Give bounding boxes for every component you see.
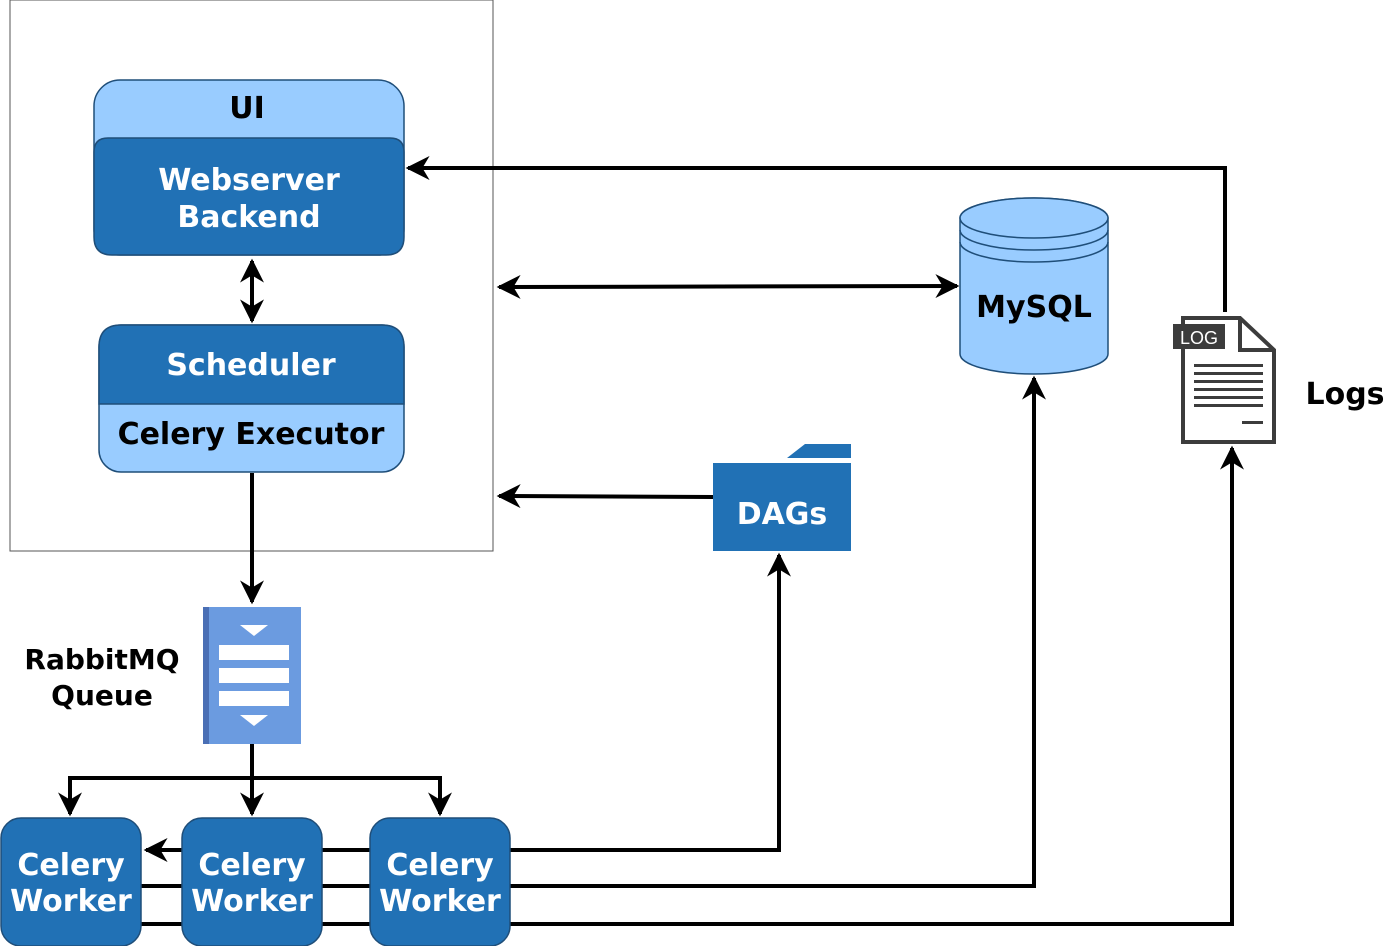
database-label: MySQL <box>976 290 1092 325</box>
worker-label-line2: Worker <box>10 884 132 919</box>
executor-label: Celery Executor <box>118 417 385 452</box>
rabbitmq-queue <box>203 607 301 744</box>
queue-slot-3 <box>219 691 289 706</box>
folder-icon <box>787 444 851 458</box>
folder-body <box>713 463 851 551</box>
arrow-container-mysql <box>496 274 960 299</box>
queue-bottom-chevron <box>240 715 268 726</box>
celery-worker-2: Celery Worker <box>181 817 323 946</box>
queue-label-line1: RabbitMQ <box>24 643 179 676</box>
worker-box <box>181 817 323 946</box>
worker-label-line1: Celery <box>386 848 494 883</box>
worker-box <box>369 817 511 946</box>
webserver-label-line1: Webserver <box>158 163 340 198</box>
queue-spine <box>203 607 209 744</box>
database-top-rim <box>959 197 1109 239</box>
queue-slot-1 <box>219 645 289 660</box>
log-text-lines <box>1194 364 1263 424</box>
scheduler-header <box>98 324 405 405</box>
folder-seam <box>787 458 851 463</box>
celery-worker-3: Celery Worker <box>369 817 511 946</box>
scheduler-title: Scheduler <box>166 348 336 383</box>
worker-label-line2: Worker <box>379 884 501 919</box>
database-ring-1 <box>959 229 1109 251</box>
arrow-logs-to-webserver <box>405 156 1227 312</box>
mysql-database: MySQL <box>959 197 1109 375</box>
log-file-fold <box>1238 318 1274 352</box>
webserver-label-line2: Backend <box>177 200 320 235</box>
ui-title: UI <box>229 91 265 126</box>
webserver-backend <box>93 137 405 256</box>
arrow-dags-to-container <box>496 484 714 509</box>
worker-label-line1: Celery <box>198 848 306 883</box>
log-badge <box>1173 324 1225 349</box>
celery-worker-1: Celery Worker <box>0 817 142 946</box>
ui-webserver-block: UI Webserver Backend <box>93 79 405 256</box>
queue-top-chevron <box>240 625 268 636</box>
scheduler-block: Scheduler Celery Executor <box>98 324 405 473</box>
worker-label-line2: Worker <box>191 884 313 919</box>
log-badge-text: LOG <box>1180 328 1218 348</box>
queue-slot-2 <box>219 668 289 683</box>
database-ring-2 <box>959 241 1109 263</box>
arrow-workers-to-dags <box>143 552 791 862</box>
dags-folder: DAGs <box>713 444 851 551</box>
worker-label-line1: Celery <box>17 848 125 883</box>
dags-label: DAGs <box>737 497 828 532</box>
logs-document: LOG <box>1173 316 1276 444</box>
worker-box <box>0 817 142 946</box>
logs-label: Logs <box>1305 377 1384 412</box>
queue-label-line2: Queue <box>51 679 153 712</box>
